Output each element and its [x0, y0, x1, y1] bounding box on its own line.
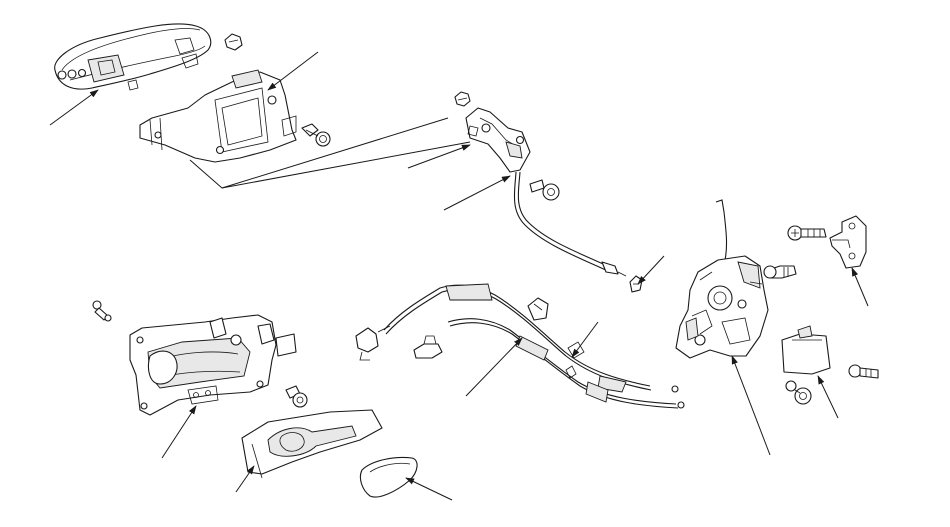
- striker-screw: [787, 225, 827, 241]
- cable-clip: [629, 275, 643, 293]
- latch-rod-bracket: [465, 107, 531, 173]
- striker: [829, 215, 867, 269]
- inner-handle: [129, 314, 297, 416]
- outer-cable: [513, 171, 627, 277]
- latch-cover: [781, 325, 831, 375]
- outer-handle: [54, 23, 212, 91]
- bracket-nut: [454, 91, 471, 107]
- cable-holder-2: [413, 335, 443, 359]
- latch-screw: [763, 265, 797, 279]
- bracket-bolt: [301, 123, 331, 147]
- inner-handle-screw: [285, 385, 308, 408]
- callout-leaders: [49, 51, 869, 501]
- cover-bolt: [848, 364, 879, 379]
- inner-cables: [383, 283, 685, 409]
- latch-rod: [715, 199, 728, 261]
- outer-handle-bracket: [139, 69, 297, 163]
- inner-handle-bolt: [92, 300, 112, 322]
- assembly-line: [221, 117, 449, 189]
- latch-screw: [529, 179, 560, 201]
- cable-holder-3: [527, 297, 549, 321]
- cover-bolt: [785, 380, 812, 405]
- bezel-cap: [359, 456, 418, 498]
- handle-clip: [224, 33, 243, 51]
- inner-handle-bezel: [241, 409, 383, 479]
- door-latch: [675, 255, 769, 359]
- cable-holder-1: [355, 325, 391, 361]
